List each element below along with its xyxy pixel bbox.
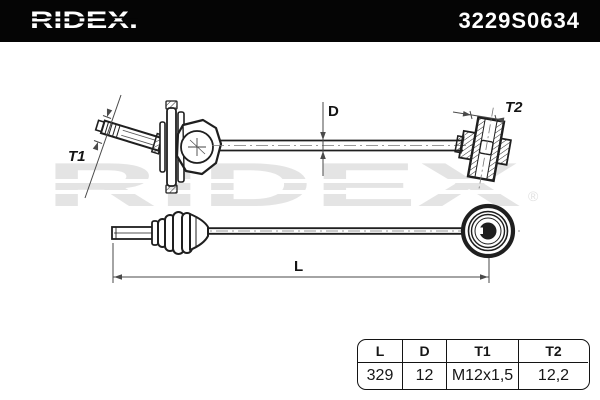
ridex-logo: RIDEX. bbox=[30, 7, 138, 34]
link-rod-bottom-view bbox=[208, 227, 464, 235]
link-rod-top-view bbox=[212, 139, 472, 152]
spec-value-t1: M12x1,5 bbox=[447, 363, 519, 389]
dimension-label-t1: T1 bbox=[68, 148, 86, 165]
spec-value-l: 329 bbox=[358, 363, 403, 389]
ridex-logo-text: RIDEX. bbox=[30, 7, 138, 34]
spec-value-t2: 12,2 bbox=[537, 367, 570, 384]
dimension-l bbox=[112, 243, 490, 283]
dimension-label-d: D bbox=[328, 103, 339, 120]
dimension-d bbox=[320, 102, 326, 176]
top-view-drawing: T1 bbox=[68, 94, 523, 199]
spec-value-d: 12 bbox=[403, 363, 447, 389]
ball-stud-threaded bbox=[94, 119, 165, 155]
dimension-label-t2: T2 bbox=[505, 99, 523, 116]
watermark-slit-line bbox=[43, 190, 523, 194]
spec-header-d: D bbox=[403, 340, 447, 363]
spec-header-t1: T1 bbox=[447, 340, 519, 363]
dimension-t2 bbox=[452, 110, 505, 124]
part-number: 3229S0634 bbox=[458, 8, 580, 33]
spec-table: L D T1 T2 329 12 M12x1,5 12,2 bbox=[357, 339, 590, 390]
threaded-stud-bottom bbox=[111, 226, 155, 240]
ridex-watermark: RIDEX ® bbox=[43, 151, 539, 220]
eye-bushing bbox=[460, 203, 516, 259]
registered-trademark-symbol: ® bbox=[528, 188, 539, 204]
dimension-label-l: L bbox=[294, 258, 303, 275]
logo-slit-line bbox=[30, 21, 138, 24]
dimension-t1 bbox=[84, 94, 122, 199]
spec-header-t2: T2 bbox=[519, 340, 588, 363]
header-bar: RIDEX. 3229S0634 bbox=[0, 0, 600, 42]
bushing-sleeve bbox=[454, 107, 512, 191]
logo-slit-line bbox=[30, 16, 138, 19]
bottom-view-drawing: L bbox=[111, 203, 522, 283]
spec-header-l: L bbox=[358, 340, 403, 363]
protective-boot bbox=[151, 211, 209, 255]
watermark-slit-line bbox=[43, 179, 523, 183]
watermark-text: RIDEX bbox=[45, 151, 521, 220]
ball-joint-housing bbox=[175, 118, 223, 176]
